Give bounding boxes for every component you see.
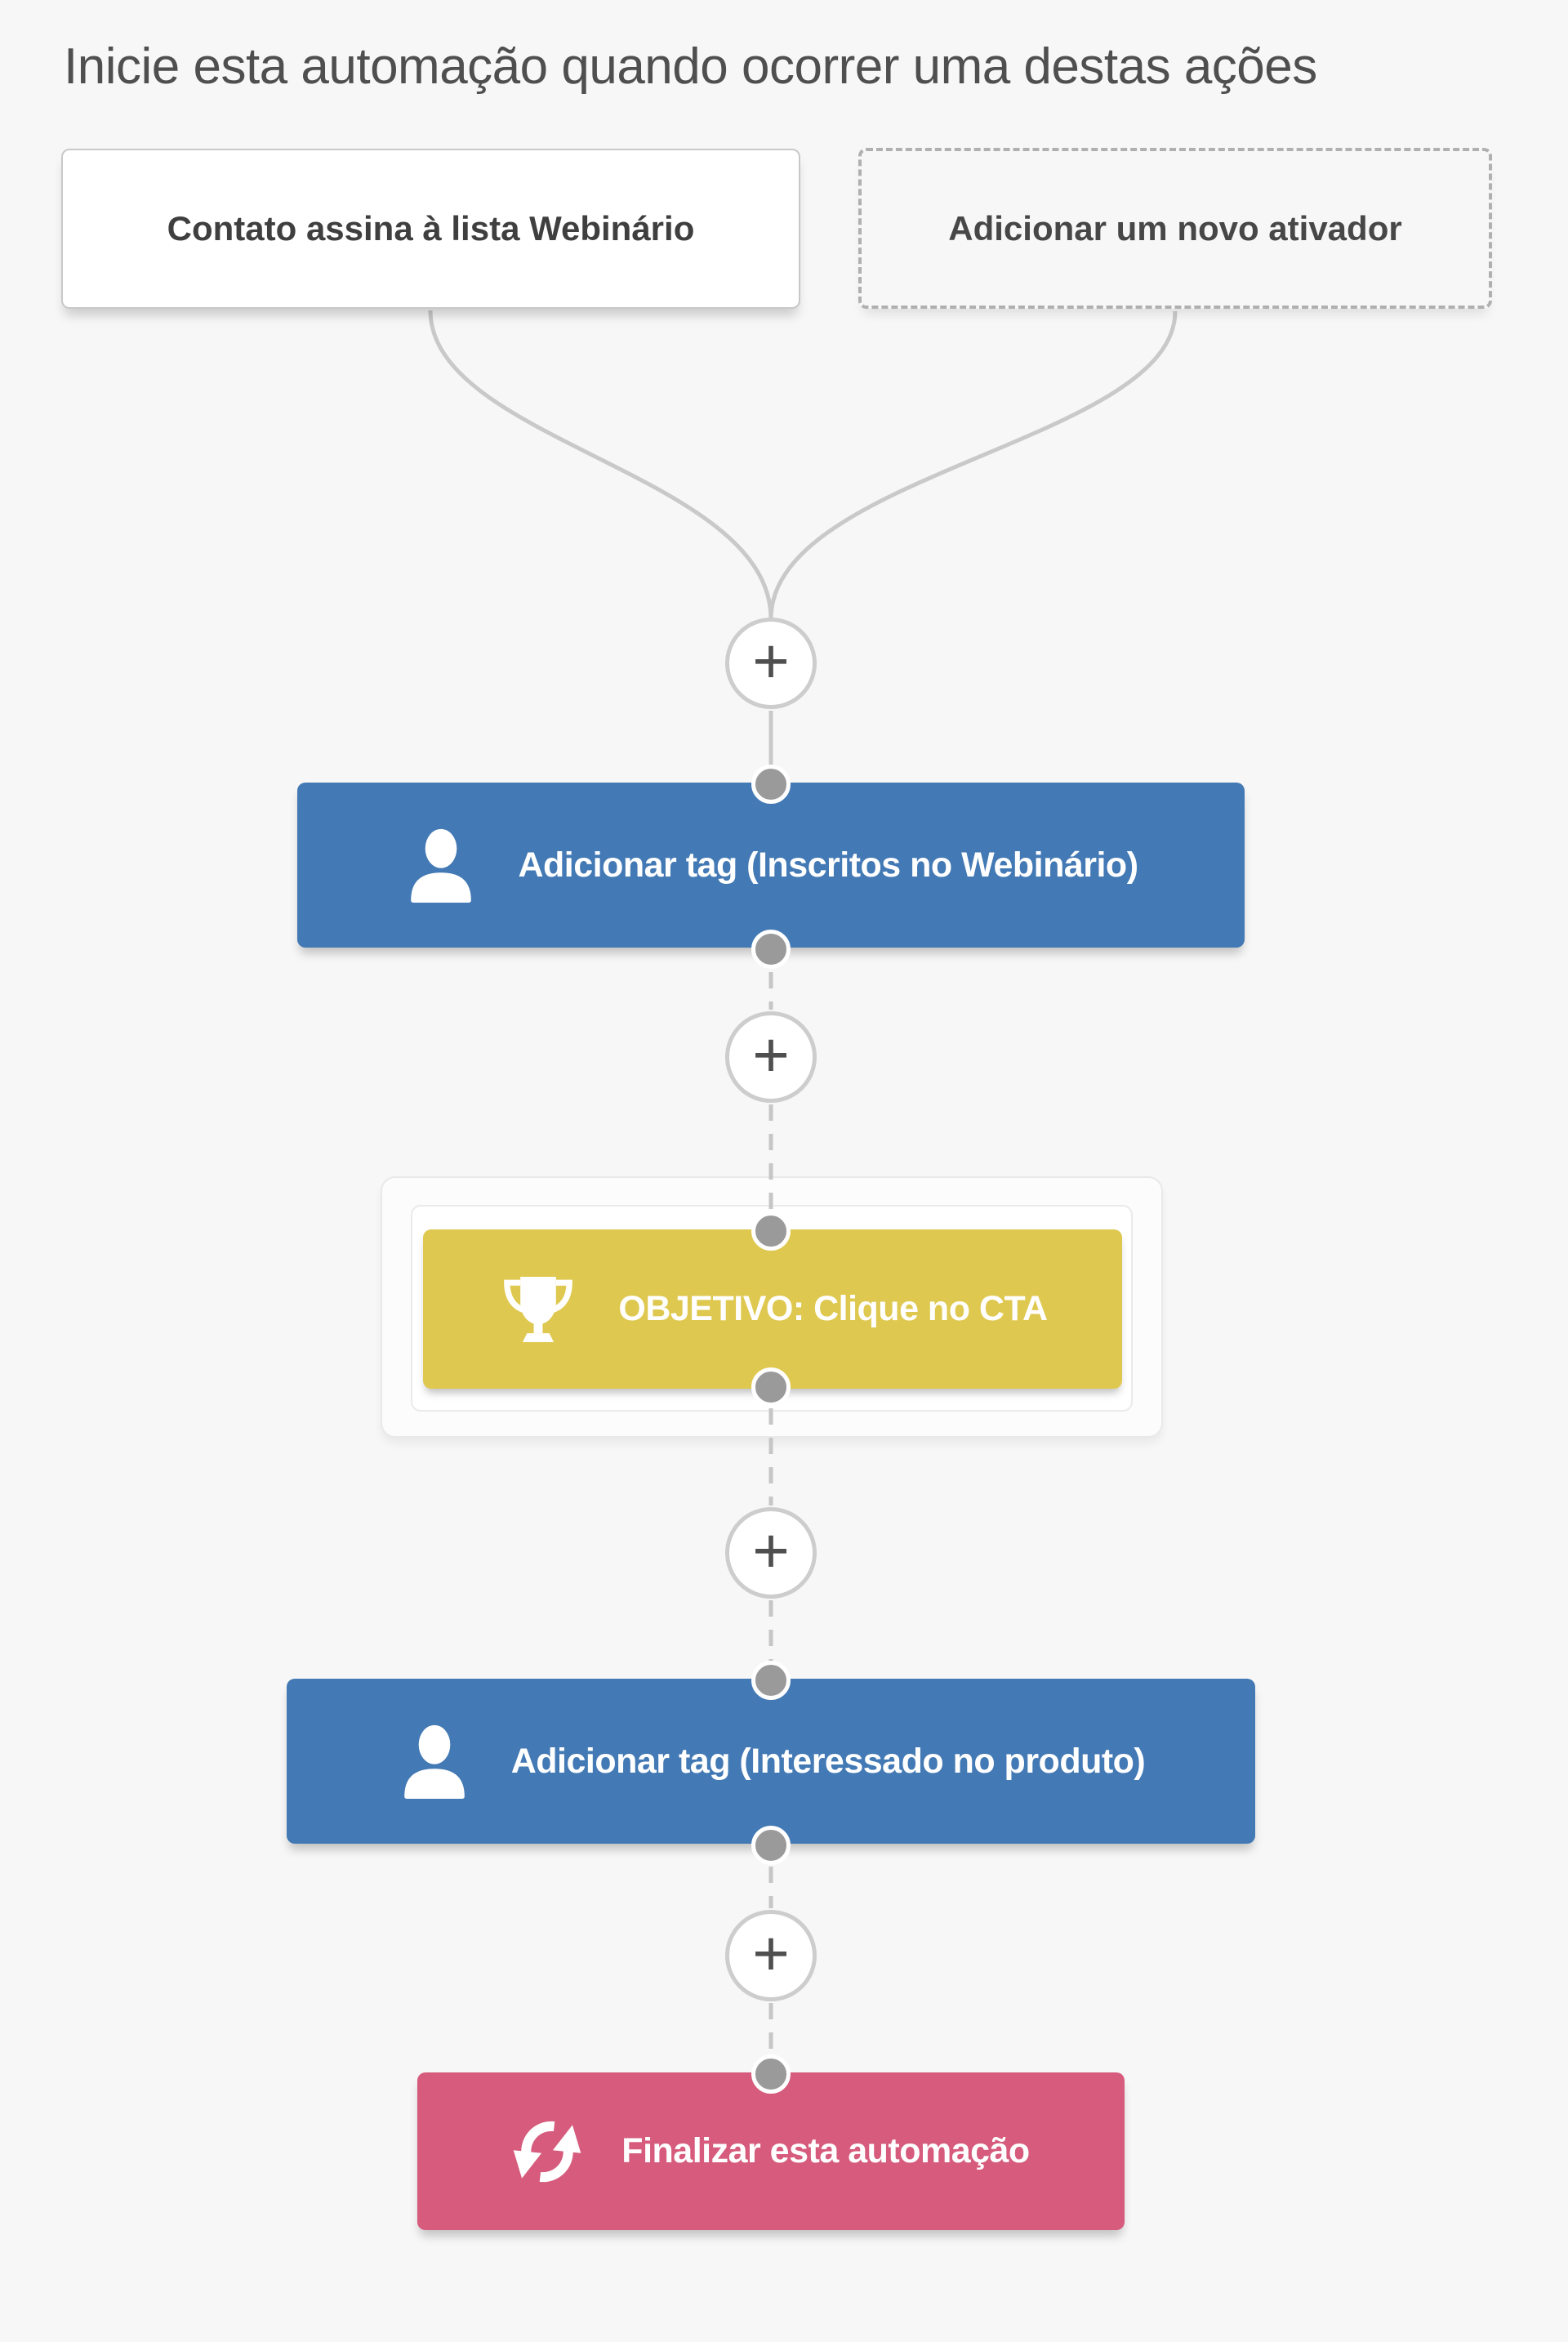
connection-dot	[751, 1211, 791, 1251]
end-node-label: Finalizar esta automação	[621, 2131, 1030, 2170]
plus-icon: +	[752, 1019, 790, 1091]
sync-icon	[514, 2121, 581, 2182]
trigger-node-label: Contato assina à lista Webinário	[167, 209, 695, 248]
user-icon	[411, 828, 472, 903]
connection-dot	[751, 1826, 791, 1865]
connection-dot	[751, 930, 791, 969]
trophy-icon	[504, 1276, 573, 1342]
add-trigger-label: Adicionar um novo ativador	[948, 208, 1402, 248]
connection-dot	[751, 2054, 791, 2094]
goal-node-cta-click[interactable]: OBJETIVO: Clique no CTA	[423, 1229, 1122, 1389]
merge-curve-left	[428, 310, 773, 620]
action-node-add-tag-webinar[interactable]: Adicionar tag (Inscritos no Webinário)	[297, 783, 1245, 948]
plus-icon: +	[752, 625, 790, 697]
add-action-button-4[interactable]: +	[725, 1910, 817, 2001]
goal-node-label: OBJETIVO: Clique no CTA	[618, 1289, 1048, 1328]
action-node-label: Adicionar tag (Interessado no produto)	[510, 1741, 1146, 1781]
connection-dot	[751, 1367, 791, 1407]
user-icon	[403, 1724, 465, 1799]
add-action-button-1[interactable]: +	[725, 618, 817, 709]
action-node-label: Adicionar tag (Inscritos no Webinário)	[518, 845, 1138, 885]
add-action-button-3[interactable]: +	[725, 1507, 817, 1599]
add-action-button-2[interactable]: +	[725, 1011, 817, 1103]
connection-dot	[751, 1661, 791, 1700]
trigger-node-webinar-list[interactable]: Contato assina à lista Webinário	[61, 149, 800, 309]
merge-curve-right	[768, 310, 1178, 620]
add-trigger-button[interactable]: Adicionar um novo ativador	[858, 148, 1492, 309]
plus-icon: +	[752, 1917, 790, 1989]
connection-dot	[751, 765, 791, 804]
action-node-add-tag-product[interactable]: Adicionar tag (Interessado no produto)	[287, 1679, 1255, 1844]
plus-icon: +	[752, 1514, 790, 1586]
page-title: Inicie esta automação quando ocorrer uma…	[64, 38, 1317, 95]
end-automation-node[interactable]: Finalizar esta automação	[417, 2072, 1125, 2230]
